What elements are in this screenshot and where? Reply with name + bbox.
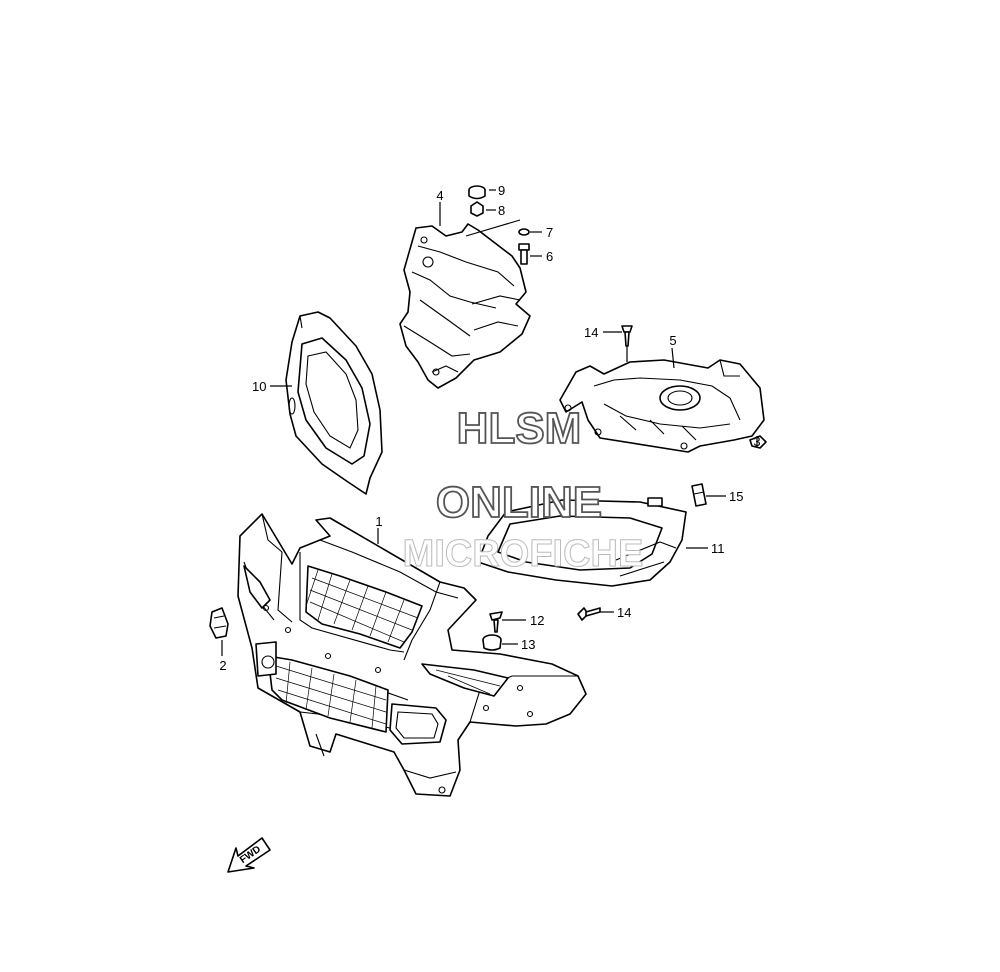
part-7-washer xyxy=(518,228,530,236)
watermark: HLSM ONLINE MICROFICHE xyxy=(402,403,644,575)
callout-13: 13 xyxy=(521,637,535,652)
part-9-grommet xyxy=(468,185,486,200)
callout-2: 2 xyxy=(219,658,226,673)
callout-9: 9 xyxy=(498,183,505,198)
assembly-line xyxy=(465,219,521,237)
callout-3: 3 xyxy=(753,434,760,449)
callout-6: 6 xyxy=(546,249,553,264)
part-10-surround xyxy=(285,311,383,495)
part-8-nut xyxy=(470,201,484,217)
fwd-arrow-icon: FWD xyxy=(227,837,271,873)
callout-14-lower: 14 xyxy=(617,605,631,620)
part-3-clip xyxy=(749,435,767,449)
callout-12: 12 xyxy=(530,613,544,628)
watermark-line-1: HLSM xyxy=(457,404,582,453)
part-14-screw-lower xyxy=(577,607,601,621)
callout-11: 11 xyxy=(711,541,725,556)
watermark-line-2: ONLINE xyxy=(436,478,602,527)
callout-1: 1 xyxy=(375,514,382,529)
callout-7: 7 xyxy=(546,225,553,240)
part-13-grommet xyxy=(482,634,502,651)
part-11-bezel xyxy=(477,497,687,587)
part-12-screw xyxy=(489,611,503,633)
part-1-front-grille xyxy=(237,513,587,797)
leader-lines xyxy=(221,189,758,656)
part-4-bracket xyxy=(399,223,531,389)
callout-5: 5 xyxy=(669,333,676,348)
part-5-housing xyxy=(559,359,765,453)
part-6-bolt xyxy=(518,243,530,265)
callout-10: 10 xyxy=(252,379,266,394)
callout-4: 4 xyxy=(436,188,443,203)
callout-8: 8 xyxy=(498,203,505,218)
callout-labels: 1 2 3 4 5 6 7 8 9 10 11 12 13 14 14 15 xyxy=(219,183,760,673)
callout-15: 15 xyxy=(729,489,743,504)
watermark-line-3: MICROFICHE xyxy=(403,533,644,575)
callout-14-upper: 14 xyxy=(584,325,598,340)
part-2-clip xyxy=(209,607,229,639)
part-14-screw-upper xyxy=(621,325,633,347)
part-15-clip-nut xyxy=(691,483,707,507)
